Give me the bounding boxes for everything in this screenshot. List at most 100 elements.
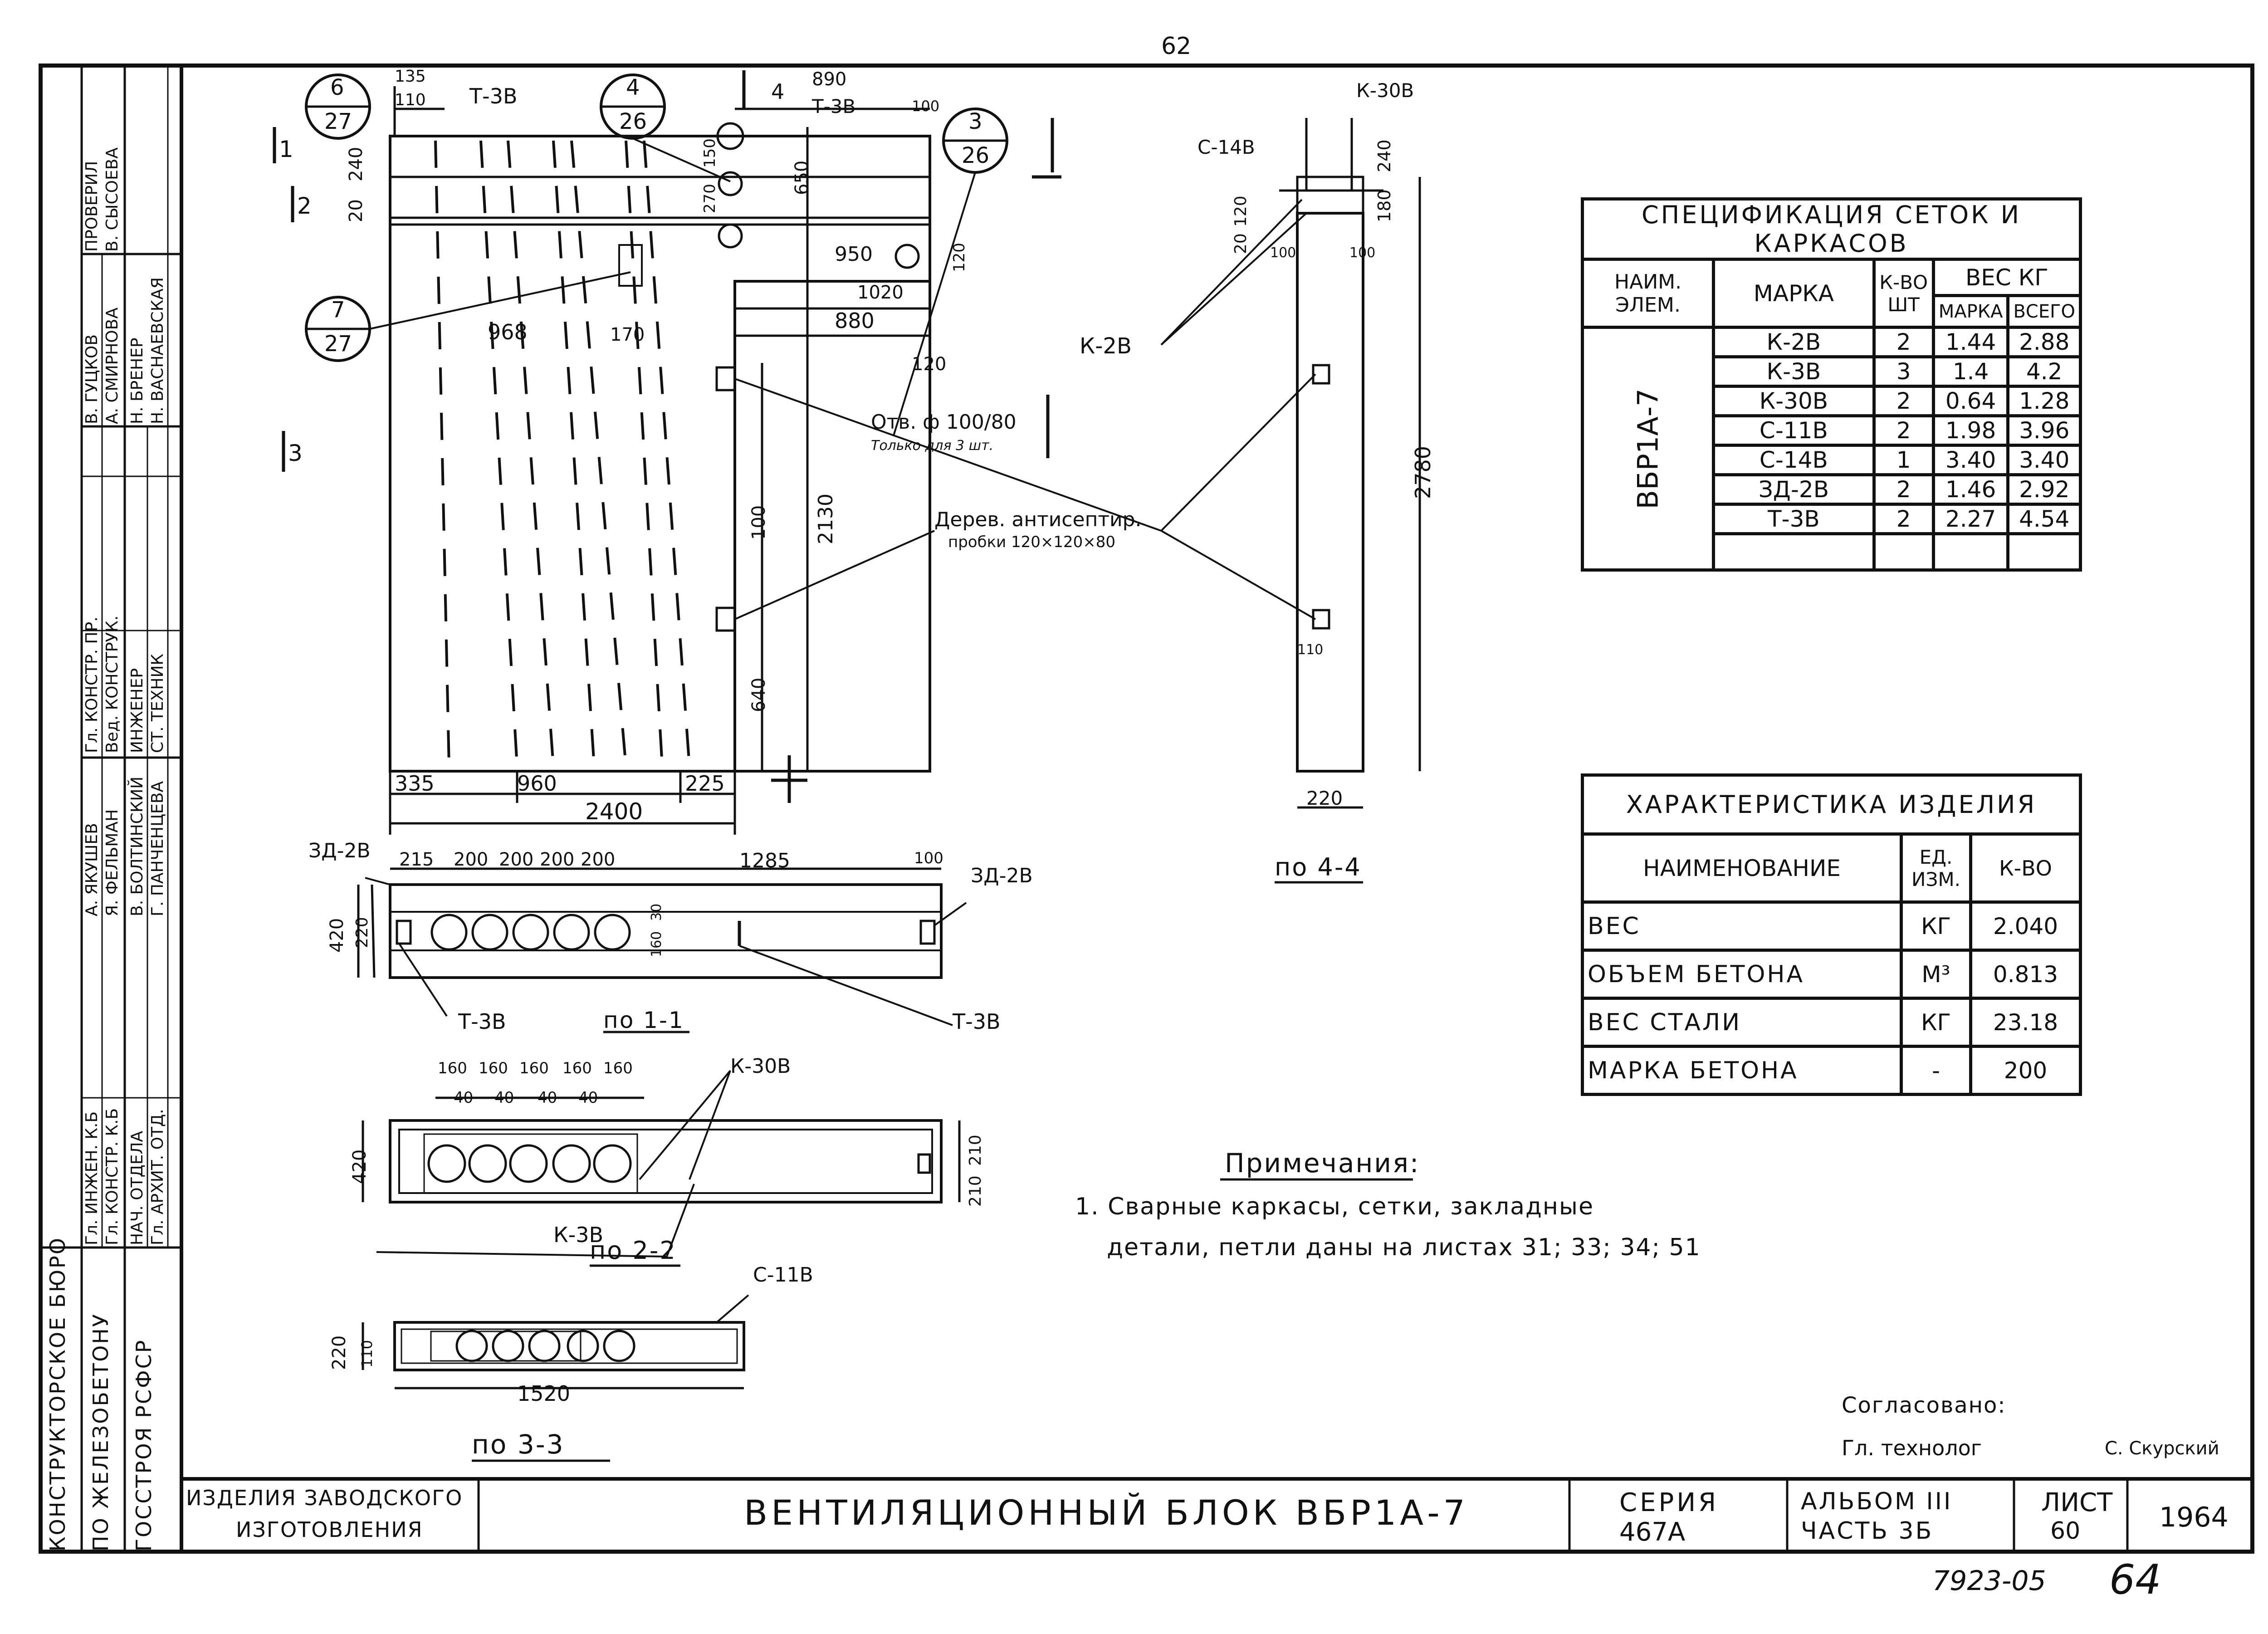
role-dept-head: НАЧ. ОТДЕЛА (128, 1130, 147, 1245)
page-number: 62 (1161, 33, 1192, 60)
section-label-2-2: по 2-2 (590, 1236, 677, 1265)
archive-page: 64 (2109, 1556, 2161, 1604)
callout-7-bottom: 27 (324, 331, 352, 357)
name-vasnaevskaya: Н. ВАСНАЕВСКАЯ (148, 277, 167, 424)
dim-335: 335 (395, 771, 435, 796)
spec-row-5-wmark: 3.40 (1931, 444, 2010, 476)
dim-210-s2-top: 210 (966, 1135, 985, 1166)
spec-row-4-count: 2 (1872, 414, 1935, 447)
part-label: ЧАСТЬ 3Б (1801, 1517, 1934, 1545)
spec-row-7-wtotal: 4.54 (2006, 503, 2082, 535)
category-line-2: ИЗГОТОВЛЕНИЯ (236, 1517, 423, 1542)
dim-240: 240 (346, 147, 367, 181)
spec-row-7-wmark: 2.27 (1931, 503, 2010, 535)
dim-100-mid: 100 (748, 505, 769, 540)
callout-3-bottom: 26 (962, 143, 990, 168)
label-k3v: К-3В (553, 1223, 604, 1247)
spec-row-1-wtotal: 2.88 (2006, 326, 2082, 358)
dim-2780: 2780 (1411, 445, 1435, 499)
char-row-2-qty: 0.813 (1969, 949, 2082, 1000)
spec-element-name: ВБР1А-7 (1631, 388, 1665, 509)
dim-200-b: 200 (499, 849, 534, 870)
opening-note: Отв. ф 100/80 (871, 411, 1017, 434)
spec-row-5-mark: С-14В (1712, 444, 1876, 476)
spec-table: СПЕЦИФИКАЦИЯ СЕТОК И КАРКАСОВ НАИМ. ЭЛЕМ… (1580, 197, 2082, 572)
cut-mark-3: 3 (288, 440, 303, 466)
dim-160-s1: 160 (649, 931, 665, 957)
notes-line-1: 1. Сварные каркасы, сетки, закладные (1075, 1193, 1594, 1220)
role-engineer: ИНЖЕНЕР (128, 668, 147, 753)
callout-4-bottom: 26 (619, 109, 647, 134)
char-row-3-qty: 23.18 (1969, 997, 2082, 1048)
role-senior-technician: СТ. ТЕХНИК (148, 654, 167, 753)
spec-row-5-wtotal: 3.40 (2006, 444, 2082, 476)
char-row-2-name: ОБЪЕМ БЕТОНА (1581, 949, 1903, 1000)
dim-420-s1: 420 (327, 918, 347, 953)
spec-row-6-wmark: 1.46 (1931, 473, 2010, 506)
dim-215: 215 (399, 849, 434, 870)
spec-row-1-count: 2 (1872, 326, 1935, 358)
name-brener: Н. БРЕНЕР (128, 338, 147, 424)
dim-890: 890 (812, 69, 847, 90)
dim-160-s2-b: 160 (479, 1059, 508, 1077)
dim-210-s2-bottom: 210 (966, 1175, 985, 1207)
name-boltinsky: В. БОЛТИНСКИЙ (128, 776, 147, 916)
char-row-2-unit: М³ (1900, 949, 1972, 1000)
spec-row-3-wmark: 0.64 (1931, 385, 2010, 417)
dim-240-side: 240 (1374, 139, 1394, 172)
label-t3v-s1-right: Т-3В (953, 1009, 1001, 1034)
section-label-3-3: по 3-3 (472, 1429, 565, 1460)
spec-row-6-count: 2 (1872, 473, 1935, 506)
spec-row-6-wtotal: 2.92 (2006, 473, 2082, 506)
sheet-frame (39, 64, 2254, 1554)
dim-220-s1: 220 (353, 917, 371, 948)
spec-header-mark: МАРКА (1712, 258, 1876, 329)
dim-100-side-right: 100 (1349, 245, 1376, 261)
cut-mark-4: 4 (771, 79, 785, 104)
spec-row-2-count: 3 (1872, 355, 1935, 388)
dim-1020: 1020 (857, 282, 904, 303)
spec-row-4-mark: С-11В (1712, 414, 1876, 447)
dim-40-s2-a: 40 (454, 1089, 474, 1107)
dim-30-s1: 30 (649, 903, 665, 921)
spec-header-element: НАИМ. ЭЛЕМ. (1580, 258, 1716, 329)
approval-label: Согласовано: (1842, 1393, 2006, 1418)
dim-150: 150 (701, 138, 719, 168)
wood-plug-note: Дерев. антисептир. (934, 508, 1142, 531)
org-line-1: КОНСТРУКТОРСКОЕ БЮРО (45, 1237, 70, 1551)
dim-20: 20 (346, 199, 367, 222)
dim-225: 225 (685, 771, 725, 796)
cut-mark-1: 1 (279, 136, 293, 162)
spec-row-3-wtotal: 1.28 (2006, 385, 2082, 417)
role-chief-designer: Гл. КОНСТР. К.Б (103, 1108, 122, 1245)
spec-table-title: СПЕЦИФИКАЦИЯ СЕТОК И КАРКАСОВ (1581, 197, 2082, 261)
section-label-4-4: по 4-4 (1275, 853, 1362, 881)
dim-110-side: 110 (1297, 642, 1324, 658)
category-line-1: ИЗДЕЛИЯ ЗАВОДСКОГО (186, 1486, 463, 1510)
spec-row-7-mark: Т-3В (1712, 503, 1876, 535)
spec-row-6-mark: ЗД-2В (1712, 473, 1876, 506)
dim-100-s1: 100 (914, 849, 943, 867)
approval-role: Гл. технолог (1842, 1436, 1982, 1460)
char-row-1-name: ВЕС (1581, 900, 1903, 952)
dim-40-s2-d: 40 (578, 1089, 598, 1107)
dim-200-d: 200 (581, 849, 616, 870)
sheet-value: 60 (2050, 1517, 2081, 1545)
spec-row-2-wmark: 1.4 (1931, 355, 2010, 388)
char-row-3-unit: КГ (1900, 997, 1972, 1048)
dim-110: 110 (395, 91, 426, 109)
spec-row-2-mark: К-3В (1712, 355, 1876, 388)
char-header-unit: ЕД. ИЗМ. (1900, 832, 1972, 904)
dim-180-side: 180 (1374, 189, 1394, 222)
char-row-4-name: МАРКА БЕТОНА (1581, 1045, 1903, 1096)
dim-2400: 2400 (585, 798, 643, 825)
dim-40-s2-c: 40 (538, 1089, 557, 1107)
dim-2130: 2130 (814, 494, 837, 544)
dim-160-s2-e: 160 (603, 1059, 633, 1077)
spec-header-weight-mark: МАРКА (1931, 294, 2010, 329)
dim-420-s2: 420 (349, 1149, 370, 1184)
dim-160-s2-a: 160 (438, 1059, 467, 1077)
notes-line-2: детали, петли даны на листах 31; 33; 34;… (1107, 1234, 1701, 1261)
characteristics-table: ХАРАКТЕРИСТИКА ИЗДЕЛИЯ НАИМЕНОВАНИЕ ЕД. … (1581, 773, 2082, 1096)
